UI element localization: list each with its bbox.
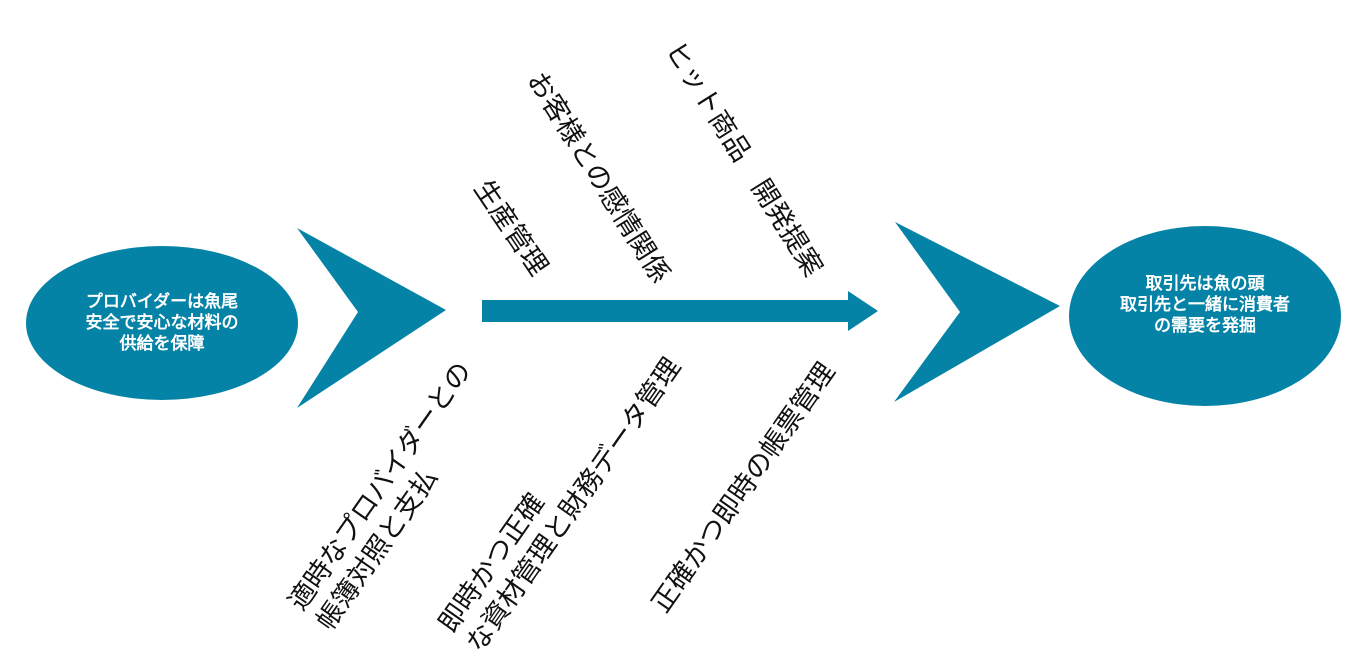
right-oval (1069, 226, 1341, 406)
left-oval-line-2: 安全で安心な材料の (85, 313, 239, 333)
right-chevron (894, 222, 1060, 402)
spine-arrow (482, 291, 878, 331)
left-oval (26, 246, 298, 400)
left-oval-line-1: プロバイダーは魚尾 (85, 292, 239, 312)
left-oval-text: プロバイダーは魚尾 安全で安心な材料の 供給を保障 (70, 292, 254, 355)
left-chevron (297, 228, 446, 408)
right-oval-line-1: 取引先は魚の頭 (1145, 274, 1265, 294)
right-oval-line-2: 取引先と一緒に消費者 (1120, 295, 1290, 315)
right-oval-line-3: の需要を発掘 (1154, 316, 1256, 336)
left-oval-line-3: 供給を保障 (119, 334, 205, 354)
right-oval-text: 取引先は魚の頭 取引先と一緒に消費者 の需要を発掘 (1105, 274, 1305, 337)
